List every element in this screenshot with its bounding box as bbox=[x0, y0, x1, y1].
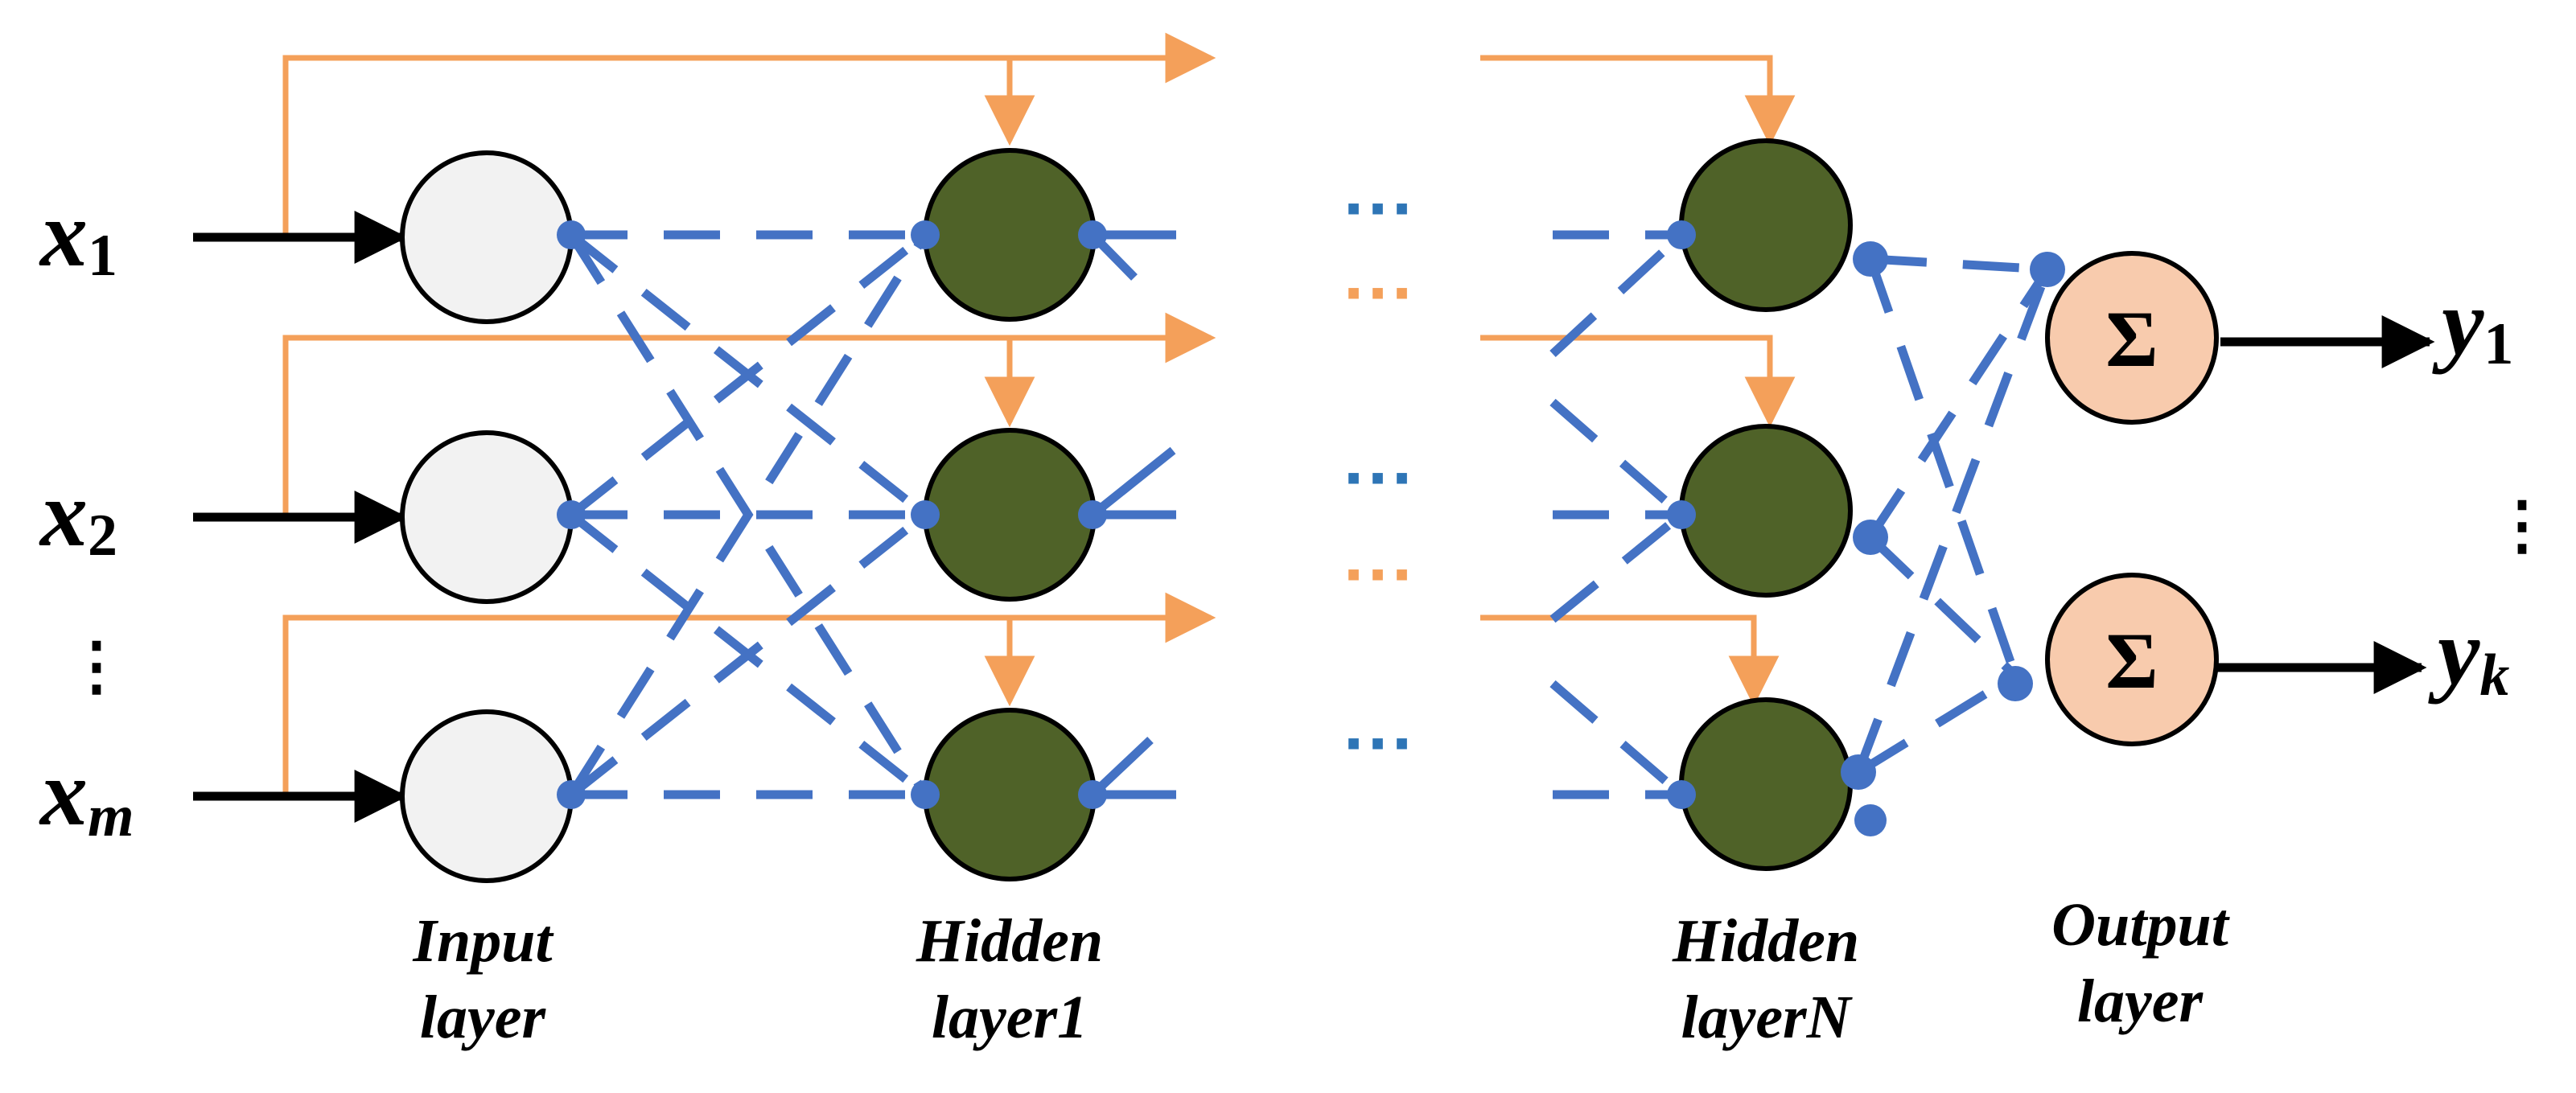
connection-dot bbox=[1078, 780, 1107, 809]
caption-output-line2: layer bbox=[2077, 968, 2204, 1035]
hidden-node bbox=[923, 148, 1097, 322]
weight-connection bbox=[1866, 257, 2020, 677]
skip-connection bbox=[1480, 614, 1780, 707]
output-label-y1: y1 bbox=[2432, 269, 2513, 377]
sigma-symbol: Σ bbox=[2105, 616, 2158, 705]
output-layer bbox=[2045, 251, 2219, 746]
skip-connection bbox=[282, 592, 1216, 792]
hidden-node bbox=[923, 708, 1097, 881]
connection-dot bbox=[1853, 241, 1888, 277]
caption-hidden1-line1: Hidden bbox=[916, 907, 1103, 975]
connection-dot bbox=[1078, 500, 1107, 529]
skip-connection bbox=[1480, 55, 1796, 146]
connection-dot bbox=[1667, 220, 1696, 249]
skip-connection bbox=[282, 312, 1216, 513]
caption-input-line2: layer bbox=[420, 984, 547, 1051]
output-labels: y1 ⋮ yk bbox=[2428, 269, 2554, 709]
weight-connection bbox=[1867, 534, 2018, 679]
hidden-node bbox=[923, 428, 1097, 602]
input-node bbox=[400, 430, 574, 604]
weight-connection bbox=[1856, 672, 2018, 776]
input-labels: x1 x2 ⋮ xm bbox=[39, 181, 134, 849]
connection-dot bbox=[1854, 804, 1887, 836]
connection-dot bbox=[557, 500, 586, 529]
input-node bbox=[400, 709, 574, 883]
weight-connection bbox=[1549, 231, 1685, 358]
connection-dot bbox=[911, 220, 940, 249]
connection-dot bbox=[911, 780, 940, 809]
weight-connection bbox=[567, 232, 929, 797]
caption-hiddenN-line1: Hidden bbox=[1672, 907, 1859, 975]
input-layer bbox=[400, 150, 574, 883]
output-ellipsis: ⋮ bbox=[2490, 491, 2554, 561]
connection-dot bbox=[1853, 520, 1888, 555]
hidden-layer-n bbox=[1679, 138, 1853, 871]
connection-dot bbox=[1667, 780, 1696, 809]
weight-connection bbox=[1089, 446, 1176, 519]
output-label-yk: yk bbox=[2428, 599, 2509, 709]
hidden-layer-1 bbox=[923, 148, 1097, 881]
ellipsis-orange: ··· bbox=[1344, 253, 1416, 334]
io-arrows bbox=[193, 211, 2435, 823]
hidden-node bbox=[1679, 424, 1853, 598]
connection-dots bbox=[557, 220, 2065, 836]
connection-dot bbox=[1841, 754, 1876, 790]
weight-connection bbox=[1870, 254, 2048, 274]
connection-dot bbox=[557, 220, 586, 249]
input-label-x2: x2 bbox=[39, 461, 117, 569]
output-node bbox=[2045, 251, 2219, 425]
skip-connection bbox=[1480, 335, 1796, 428]
output-node bbox=[2045, 573, 2219, 746]
connection-dot bbox=[1078, 220, 1107, 249]
connection-dot bbox=[1998, 666, 2033, 701]
layer-captions: Input layer Hidden layer1 Hidden layerN … bbox=[412, 891, 2230, 1051]
weight-connection bbox=[568, 511, 928, 799]
weight-connections bbox=[567, 230, 2052, 799]
ellipsis-blue: ··· bbox=[1344, 438, 1416, 519]
skip-connection bbox=[282, 32, 1216, 233]
input-ellipsis: ⋮ bbox=[64, 631, 129, 702]
input-label-x1: x1 bbox=[39, 181, 117, 289]
skip-connections bbox=[282, 32, 1796, 792]
ellipsis-blue: ··· bbox=[1344, 169, 1416, 249]
caption-hiddenN-line2: layerN bbox=[1681, 984, 1853, 1051]
caption-input-line1: Input bbox=[412, 907, 554, 975]
input-node bbox=[400, 150, 574, 324]
weight-connection bbox=[568, 231, 928, 519]
layer-ellipses: ··· ··· ··· ··· ··· bbox=[1344, 169, 1416, 784]
hidden-node bbox=[1679, 697, 1853, 871]
connection-dot bbox=[1667, 500, 1696, 529]
weight-connection bbox=[1549, 398, 1685, 519]
weight-connection bbox=[1866, 266, 2051, 540]
ellipsis-orange: ··· bbox=[1344, 535, 1416, 615]
weight-connection bbox=[1549, 680, 1685, 799]
caption-output-line1: Output bbox=[2051, 891, 2231, 959]
caption-hidden1-line2: layer1 bbox=[932, 984, 1088, 1051]
connection-dot bbox=[557, 780, 586, 809]
input-label-xm: xm bbox=[39, 740, 134, 849]
ellipsis-blue: ··· bbox=[1344, 704, 1416, 784]
hidden-node bbox=[1679, 138, 1853, 312]
weight-connection bbox=[1549, 511, 1685, 623]
connection-dot bbox=[2030, 252, 2065, 287]
sigma-symbol: Σ bbox=[2105, 294, 2158, 384]
connection-dot bbox=[911, 500, 940, 529]
